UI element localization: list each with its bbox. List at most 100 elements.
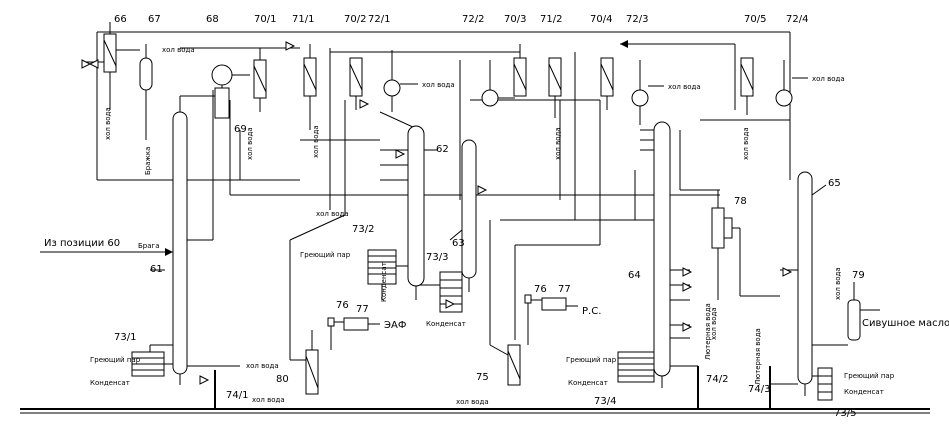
trap-74-3: 74/3 Лютерная вода <box>748 328 798 409</box>
reboiler-73-2: 73/2 Греющий пар Конденсат <box>300 224 408 302</box>
label-73-1: 73/1 <box>114 332 136 343</box>
cold-water-71-2: хол вода <box>554 127 562 160</box>
separator-67: 67 Бражка <box>139 14 161 175</box>
label-65: 65 <box>828 178 841 189</box>
reboiler-73-4: 73/4 Греющий пар Конденсат <box>566 351 655 407</box>
heat-exchanger-70-1: 70/1 <box>253 14 276 112</box>
label-74-1: 74/1 <box>226 390 248 401</box>
label-72-3: 72/3 <box>626 14 648 25</box>
label-78: 78 <box>734 196 747 207</box>
from-position-60-label: Из позиции 60 <box>44 238 120 249</box>
feed-vertical-label: Бражка <box>144 147 152 175</box>
column-61: 61 <box>150 95 218 385</box>
cold-water-72-1: хол вода <box>422 81 455 89</box>
cold-water-72-3: хол вода <box>668 83 701 91</box>
condenser-72-1: 72/1 хол вода <box>368 14 455 129</box>
rs-label: Р.С. <box>582 306 601 317</box>
condenser-68: 68 хол вода <box>162 14 250 100</box>
column-65: 65 <box>780 171 841 396</box>
label-66: 66 <box>114 14 127 25</box>
lutter-water-74-3: Лютерная вода <box>754 328 762 385</box>
reboiler-73-1: 73/1 Греющий пар Конденсат <box>90 332 173 387</box>
cold-water-72-4: хол вода <box>812 75 845 83</box>
dephlegmator-69: 69 хол вода <box>214 87 254 160</box>
heat-exchanger-70-4: 70/4 <box>590 14 614 110</box>
label-69: 69 <box>234 124 247 135</box>
heat-exchanger-66: 66 хол вода <box>82 14 140 140</box>
label-71-1: 71/1 <box>292 14 314 25</box>
label-67: 67 <box>148 14 161 25</box>
feed-stream: Из позиции 60 Брага <box>40 90 214 256</box>
label-73-3: 73/3 <box>426 252 448 263</box>
condensate-73-4: Конденсат <box>568 379 608 387</box>
heat-exchanger-70-3: 70/3 <box>504 14 527 97</box>
label-74-2: 74/2 <box>706 374 728 385</box>
steam-73-5: Греющий пар <box>844 372 895 380</box>
label-77-left: 77 <box>356 304 369 315</box>
label-64: 64 <box>628 270 641 281</box>
condenser-72-4: 72/4 хол вода <box>775 14 845 107</box>
condenser-72-3: 72/3 хол вода <box>626 14 701 125</box>
label-70-4: 70/4 <box>590 14 612 25</box>
cold-water-70-5: хол вода <box>742 127 750 160</box>
label-70-2: 70/2 <box>344 14 366 25</box>
steam-73-2: Греющий пар <box>300 251 351 259</box>
ef-label: ЭАФ <box>384 320 407 331</box>
floor-line <box>20 408 930 414</box>
label-77-right: 77 <box>558 284 571 295</box>
label-70-5: 70/5 <box>744 14 766 25</box>
label-62: 62 <box>436 144 449 155</box>
label-70-3: 70/3 <box>504 14 526 25</box>
label-68: 68 <box>206 14 219 25</box>
cold-water-66: хол вода <box>104 107 112 140</box>
label-74-3: 74/3 <box>748 384 770 395</box>
label-72-2: 72/2 <box>462 14 484 25</box>
label-75: 75 <box>476 372 489 383</box>
condensate-73-3: Конденсат <box>426 320 466 328</box>
trap-74-2: 74/2 Лютерная вода <box>670 303 728 409</box>
cold-water-78: хол вода <box>710 307 718 340</box>
label-73-5: 73/5 <box>834 408 856 419</box>
cold-water-74-1: хол вода <box>246 362 279 370</box>
valves <box>81 41 793 385</box>
reboiler-73-3: 73/3 Конденсат <box>420 252 466 328</box>
fusel-oil-label: Сивушное масло <box>862 318 949 329</box>
column-63: 63 <box>449 139 477 292</box>
heat-exchanger-71-1: 71/1 хол вода <box>292 14 320 158</box>
lutter-water-74-2: Лютерная вода <box>704 303 712 360</box>
label-71-2: 71/2 <box>540 14 562 25</box>
label-63: 63 <box>452 238 465 249</box>
label-70-1: 70/1 <box>254 14 276 25</box>
label-73-2: 73/2 <box>352 224 374 235</box>
trap-74-1: 74/1 хол вода <box>187 362 279 409</box>
cold-water-71-1: хол вода <box>312 125 320 158</box>
heat-exchanger-80: 80 хол вода хол вода <box>252 210 349 404</box>
top-header-pipes <box>96 31 791 345</box>
column-62: 62 <box>380 125 449 300</box>
separator-78: 78 хол вода <box>710 190 780 340</box>
cold-water-69: хол вода <box>246 127 254 160</box>
label-73-4: 73/4 <box>594 396 616 407</box>
label-80: 80 <box>276 374 289 385</box>
condenser-72-2: 72/2 <box>462 14 515 107</box>
steam-73-1: Греющий пар <box>90 356 141 364</box>
cold-water-68: хол вода <box>162 46 195 54</box>
heat-exchanger-75: 75 хол вода <box>456 344 521 406</box>
label-79: 79 <box>852 270 865 281</box>
meter-76-77-right: 76 77 Р.С. <box>524 284 601 345</box>
heat-exchanger-70-2: 70/2 <box>344 14 366 110</box>
heat-exchanger-70-5: 70/5 хол вода <box>740 14 766 160</box>
meter-76-77-left: 76 77 ЭАФ <box>327 300 407 350</box>
cold-water-80-top: хол вода <box>316 210 349 218</box>
label-76-right: 76 <box>534 284 547 295</box>
reboiler-73-5: 73/5 Греющий пар Конденсат <box>812 367 895 419</box>
condensate-73-5: Конденсат <box>844 388 884 396</box>
cold-water-75: хол вода <box>456 398 489 406</box>
label-72-4: 72/4 <box>786 14 808 25</box>
condensate-73-1: Конденсат <box>90 379 130 387</box>
separator-79: 79 хол вода Сивушное масло <box>812 267 949 346</box>
heat-exchanger-71-2: 71/2 хол вода <box>540 14 562 160</box>
condensate-73-2: Конденсат <box>380 262 388 302</box>
column-64: 64 <box>628 121 690 388</box>
